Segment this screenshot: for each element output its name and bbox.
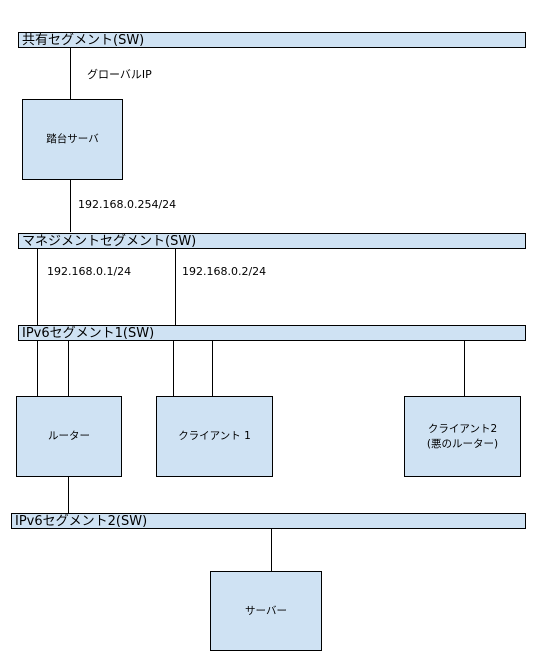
client2-label: クライアント2	[427, 422, 498, 435]
ipv6-segment-1-bar: IPv6セグメント1(SW)	[18, 325, 526, 341]
client1-ip-label: 192.168.0.2/24	[182, 265, 267, 278]
shared-segment-bar: 共有セグメント(SW)	[18, 32, 526, 48]
router-node: ルーター	[16, 396, 122, 477]
server-node: サーバー	[210, 571, 322, 651]
management-segment-bar: マネジメントセグメント(SW)	[18, 233, 526, 249]
client1-label: クライアント 1	[178, 430, 251, 442]
ipv6-segment-2-bar: IPv6セグメント2(SW)	[11, 513, 526, 529]
client2-node: クライアント2 (悪のルーター)	[404, 396, 521, 477]
management-segment-label: マネジメントセグメント(SW)	[22, 234, 197, 249]
shared-segment-label: 共有セグメント(SW)	[22, 33, 145, 48]
client2-sublabel: (悪のルーター)	[426, 437, 499, 450]
router-label: ルーター	[48, 430, 90, 442]
bastion-server-node: 踏台サーバ	[22, 99, 123, 180]
client1-node: クライアント 1	[156, 396, 273, 477]
server-label: サーバー	[245, 604, 287, 617]
bastion-server-label: 踏台サーバ	[46, 133, 99, 145]
ipv6-segment-2-label: IPv6セグメント2(SW)	[15, 514, 148, 529]
global-ip-label: グローバルIP	[87, 68, 152, 81]
router-ip-label: 192.168.0.1/24	[47, 265, 132, 278]
bastion-ip-label: 192.168.0.254/24	[78, 198, 177, 211]
ipv6-segment-1-label: IPv6セグメント1(SW)	[22, 326, 155, 341]
